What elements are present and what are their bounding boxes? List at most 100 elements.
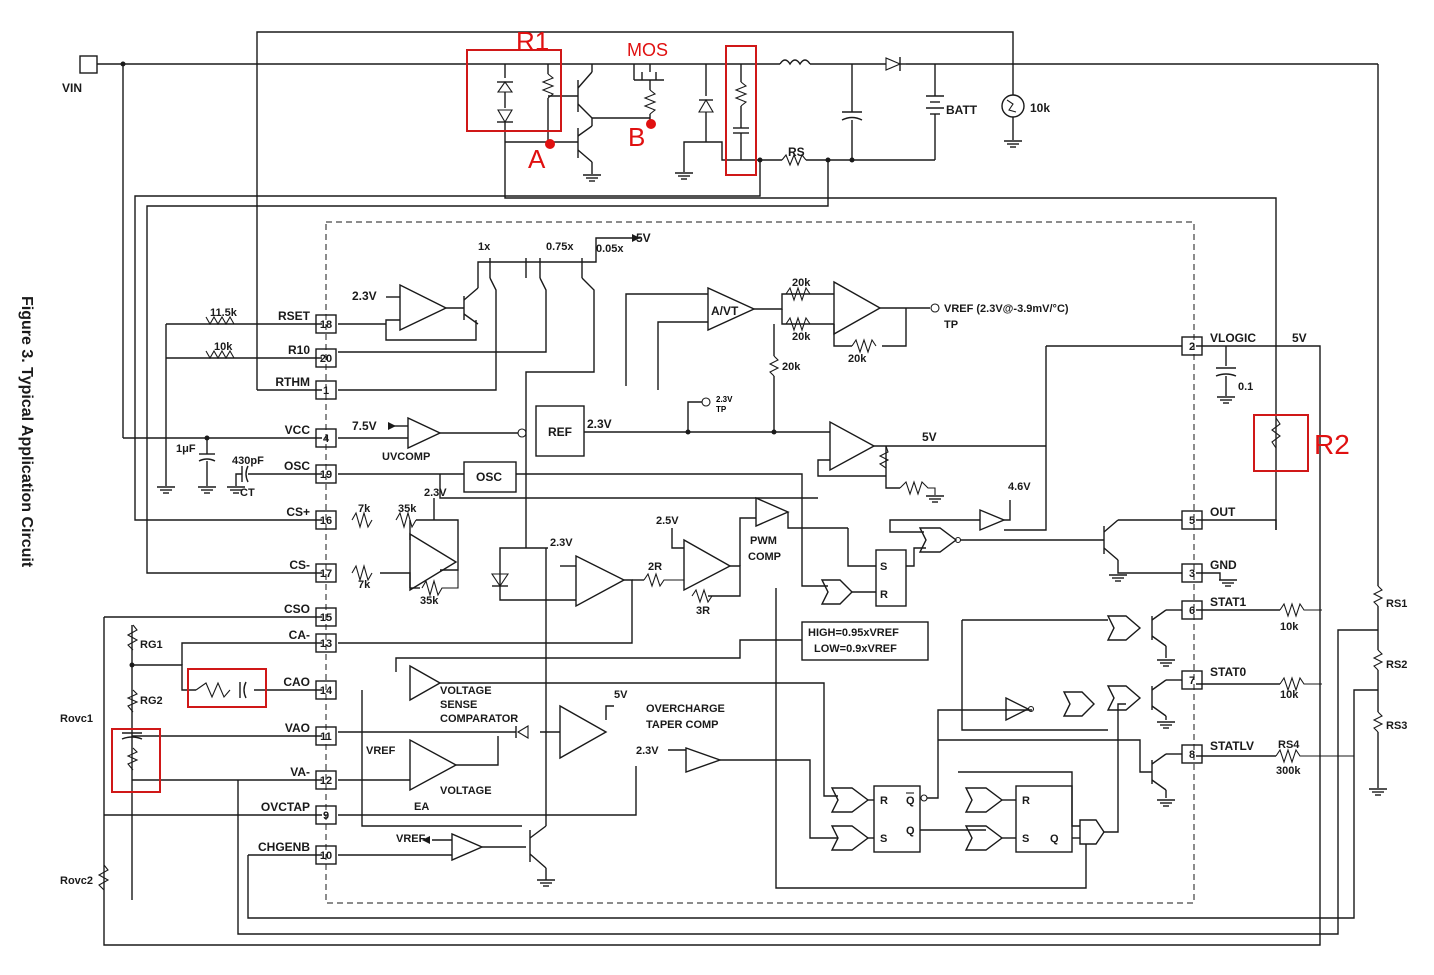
cs-amp xyxy=(409,532,458,592)
v46: 4.6V xyxy=(1008,481,1031,493)
pin-box-20 xyxy=(315,348,337,368)
zener-diode-top xyxy=(496,81,514,93)
r20k-a: 20k xyxy=(792,277,811,289)
a-annotation: A xyxy=(528,144,546,174)
avt-label: A/VT xyxy=(711,304,739,318)
latch-r: R xyxy=(880,589,888,601)
mos-annotation: MOS xyxy=(627,40,668,60)
otc-taper: TAPER COMP xyxy=(646,719,719,731)
pin-box-13 xyxy=(315,633,337,653)
voltage-ea xyxy=(409,738,458,792)
pwm-comp xyxy=(755,496,790,528)
snubber-highlight xyxy=(725,45,757,176)
pin-number: 14 xyxy=(320,685,333,697)
schottky-diode xyxy=(885,57,902,71)
rg2-label: RG2 xyxy=(140,695,163,707)
r2-annotation: R2 xyxy=(1314,429,1350,460)
mirror-075x: 0.75x xyxy=(546,241,574,253)
rs4-label: RS4 xyxy=(1278,739,1300,751)
v5-top: 5V xyxy=(636,231,651,245)
v5-reg: 5V xyxy=(922,430,937,444)
pin-label: CS+ xyxy=(286,505,310,519)
pin-label: OUT xyxy=(1210,505,1236,519)
v23-cs: 2.3V xyxy=(424,487,447,499)
pin-number: 15 xyxy=(320,612,332,624)
thermistor-value: 10k xyxy=(1030,101,1050,115)
latch-s: S xyxy=(880,561,887,573)
mirror-1x: 1x xyxy=(478,241,491,253)
pin-box-4 xyxy=(315,428,337,448)
pin-number: 19 xyxy=(320,469,332,481)
pin-label: CS- xyxy=(289,558,310,572)
v23-ca: 2.3V xyxy=(550,537,573,549)
pin-label: STATLV xyxy=(1210,739,1254,753)
ref-block xyxy=(535,405,585,457)
vin-label: VIN xyxy=(62,81,82,95)
pin-box-11 xyxy=(315,726,337,746)
pwm-label: PWM xyxy=(750,535,777,547)
vref-opamp xyxy=(833,280,882,336)
vlogic-5v: 5V xyxy=(1292,331,1307,345)
pin-box-9 xyxy=(315,805,337,825)
rg1-label: RG1 xyxy=(140,639,163,651)
pin-label: R10 xyxy=(288,343,310,357)
mirror-005x: 0.05x xyxy=(596,243,624,255)
pin-label: GND xyxy=(1210,558,1237,572)
mos-resistor xyxy=(643,89,657,115)
pin-box-16 xyxy=(315,510,337,530)
r2-highlight xyxy=(1253,414,1309,472)
vea-voltage: VOLTAGE xyxy=(440,785,492,797)
pin-box-7 xyxy=(1181,670,1203,690)
pin-label: OVCTAP xyxy=(261,800,310,814)
internal-blocks xyxy=(338,234,1388,889)
freewheel-diode xyxy=(698,98,714,113)
left-pin-boxes: 18RSET20R101RTHM4VCC19OSC16CS+17CS-15CSO… xyxy=(258,309,337,865)
v23-ot: 2.3V xyxy=(636,745,659,757)
ff1-qbar: Q xyxy=(906,795,915,807)
pin-box-14 xyxy=(315,680,337,700)
ff2-r: R xyxy=(1022,795,1030,807)
vsc-comparator: COMPARATOR xyxy=(440,713,518,725)
pin-box-19 xyxy=(315,464,337,484)
pin-number: 20 xyxy=(320,353,332,365)
tp-label: TP xyxy=(944,319,958,331)
pin-label: STAT0 xyxy=(1210,665,1247,679)
pin-box-12 xyxy=(315,770,337,790)
res-35k-a: 35k xyxy=(398,503,417,515)
res-115k: 11.5k xyxy=(210,307,238,319)
pin-box-18 xyxy=(315,314,337,334)
cap-1uf: 1μF xyxy=(176,443,196,455)
uvcomp-label: UVCOMP xyxy=(382,451,430,463)
stat0-10k: 10k xyxy=(1280,689,1299,701)
pin-number: 4 xyxy=(323,433,330,445)
pin-box-8 xyxy=(1181,744,1203,764)
ff1-q: Q xyxy=(906,825,915,837)
pin-box-2 xyxy=(1181,336,1203,356)
cap-01: 0.1 xyxy=(1238,381,1253,393)
b-annotation: B xyxy=(628,122,645,152)
vs-amp xyxy=(559,704,608,760)
ref-23: 2.3V xyxy=(587,417,612,431)
pin-number: 16 xyxy=(320,515,332,527)
pin-label: VCC xyxy=(285,423,311,437)
flip-flop-1 xyxy=(873,785,921,853)
r1-annotation: R1 xyxy=(516,26,549,56)
vref-ea: VREF xyxy=(366,745,396,757)
pin-number: 11 xyxy=(320,731,332,743)
cao-highlight xyxy=(187,668,267,708)
rovc1-label: Rovc1 xyxy=(60,713,93,725)
rs3-label: RS3 xyxy=(1386,720,1407,732)
pin-box-6 xyxy=(1181,600,1203,620)
figure-caption: Figure 3. Typical Application Circuit xyxy=(18,296,35,568)
pin-label: RTHM xyxy=(275,375,310,389)
pin-label: STAT1 xyxy=(1210,595,1247,609)
pin-label: CHGENB xyxy=(258,840,310,854)
pin-box-10 xyxy=(315,845,337,865)
pin-number: 10 xyxy=(320,850,332,862)
r1-resistor xyxy=(541,73,555,99)
pwm-amp xyxy=(683,538,732,592)
rset-opamp xyxy=(399,283,448,332)
vin-terminal xyxy=(79,55,98,74)
res-7k-a: 7k xyxy=(358,503,371,515)
